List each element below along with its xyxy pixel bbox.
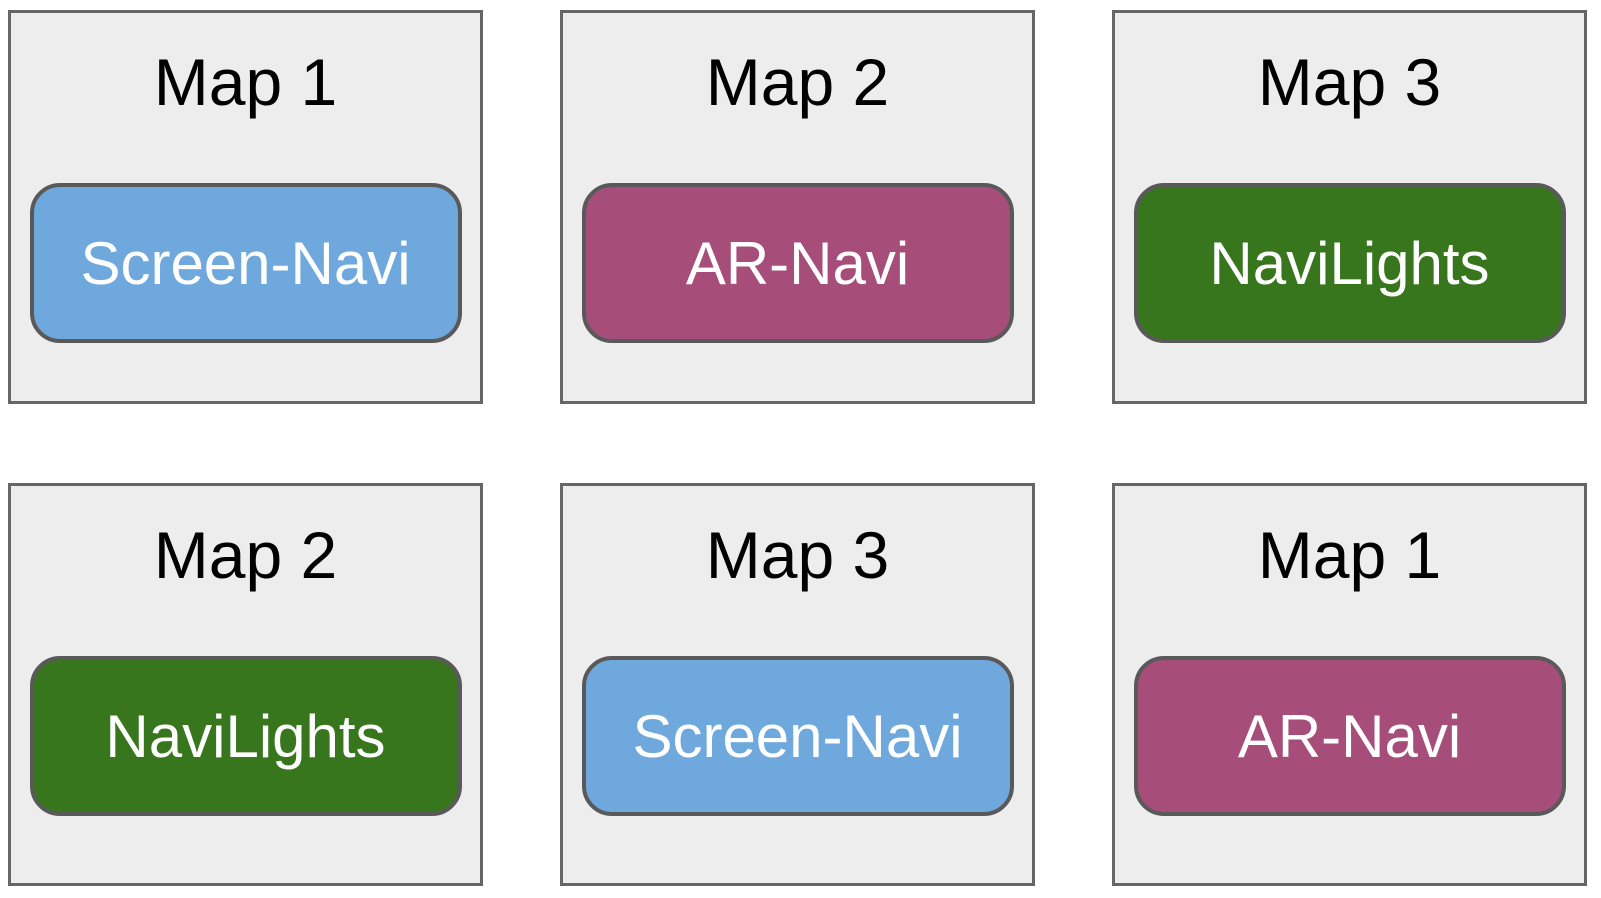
map-card-6: Map 1 AR-Navi	[1112, 483, 1587, 886]
map-card-3: Map 3 NaviLights	[1112, 10, 1587, 404]
map-card-2: Map 2 AR-Navi	[560, 10, 1035, 404]
map-card-1: Map 1 Screen-Navi	[8, 10, 483, 404]
map-title: Map 2	[705, 45, 890, 119]
navigation-method-button[interactable]: Screen-Navi	[581, 656, 1014, 816]
navigation-method-button[interactable]: NaviLights	[29, 656, 462, 816]
navigation-method-button[interactable]: AR-Navi	[1133, 656, 1566, 816]
map-title: Map 3	[705, 518, 890, 592]
map-title: Map 1	[153, 45, 338, 119]
map-title: Map 3	[1257, 45, 1442, 119]
navigation-method-button[interactable]: NaviLights	[1133, 183, 1566, 343]
navigation-method-button[interactable]: Screen-Navi	[29, 183, 462, 343]
map-card-4: Map 2 NaviLights	[8, 483, 483, 886]
map-title: Map 1	[1257, 518, 1442, 592]
map-title: Map 2	[153, 518, 338, 592]
map-card-5: Map 3 Screen-Navi	[560, 483, 1035, 886]
navigation-method-button[interactable]: AR-Navi	[581, 183, 1014, 343]
